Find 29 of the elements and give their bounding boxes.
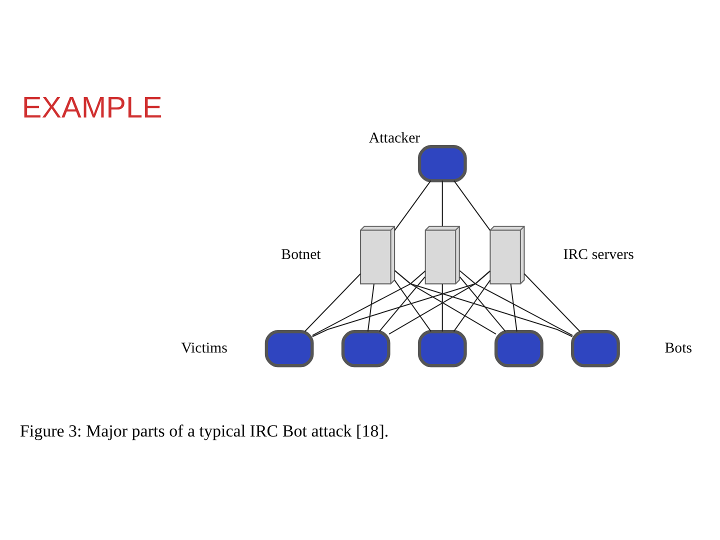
node-computer	[341, 330, 390, 367]
connector	[459, 276, 506, 332]
connector	[442, 180, 443, 226]
node-computer	[418, 144, 467, 182]
label: IRC servers	[563, 246, 634, 263]
diagram-title: EXAMPLE	[22, 90, 162, 124]
node-computer	[264, 330, 314, 367]
connector	[394, 180, 432, 230]
connector	[394, 279, 432, 332]
label: Bots	[664, 340, 692, 356]
connector	[510, 284, 518, 332]
connector	[378, 276, 426, 332]
node-computer	[571, 330, 620, 367]
connector	[454, 180, 491, 230]
connector	[524, 272, 580, 332]
label: Botnet	[281, 246, 321, 263]
connector	[312, 270, 491, 337]
connector	[312, 270, 426, 336]
connector	[442, 284, 443, 331]
node-computer	[494, 330, 544, 367]
connector	[459, 270, 573, 336]
connector	[394, 270, 573, 337]
connector	[367, 284, 374, 332]
node-label: Attacker	[368, 130, 420, 146]
caption: Figure 3: Major parts of a typical IRC Bot attack [18].	[20, 421, 389, 440]
label: Victims	[181, 340, 228, 356]
node-computer	[418, 330, 467, 367]
connector	[453, 279, 491, 332]
connector	[304, 272, 361, 332]
